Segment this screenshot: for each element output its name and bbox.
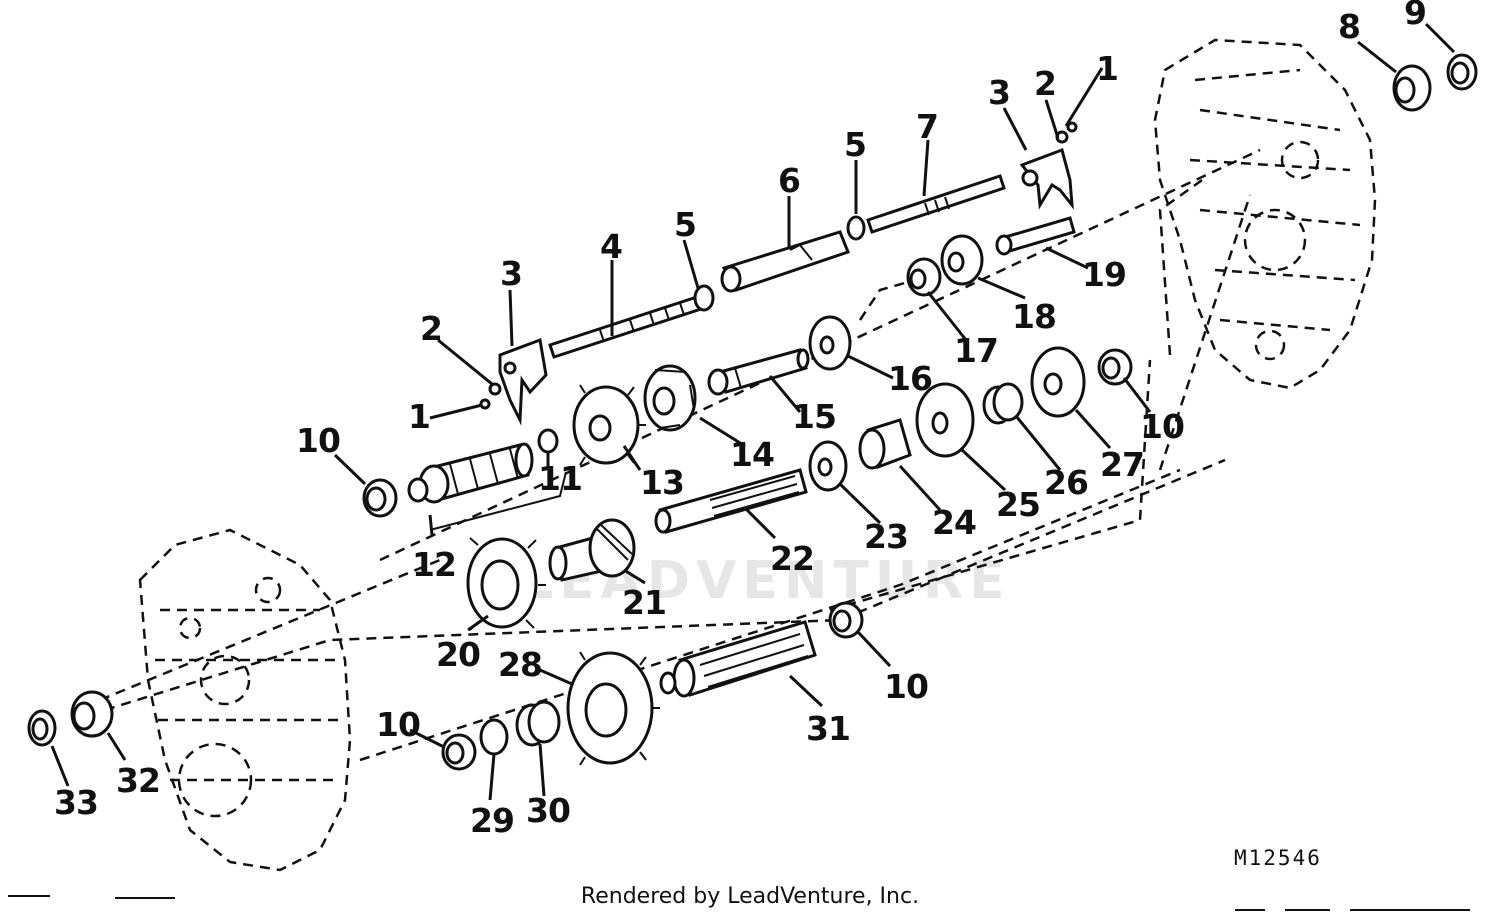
shaft-19 xyxy=(995,216,1076,256)
gear-20 xyxy=(466,537,546,631)
shaft-31 xyxy=(659,620,817,698)
right-housing xyxy=(1153,38,1377,390)
callout-10: 10 xyxy=(1140,407,1184,446)
callout-27: 27 xyxy=(1100,445,1144,484)
gear-23 xyxy=(808,440,848,492)
callout-10: 10 xyxy=(376,705,420,744)
bearing-10-lower xyxy=(441,733,477,771)
callout-18: 18 xyxy=(1012,297,1056,336)
bearing-17 xyxy=(906,257,942,297)
footer-credit: Rendered by LeadVenture, Inc. xyxy=(580,884,920,909)
callout-10: 10 xyxy=(884,667,928,706)
callout-13: 13 xyxy=(640,463,684,502)
callout-11: 11 xyxy=(538,459,582,498)
callout-1: 1 xyxy=(408,397,430,436)
left-housing xyxy=(138,528,352,872)
callout-2: 2 xyxy=(1034,64,1056,103)
callout-32: 32 xyxy=(116,761,160,800)
shift-rail-4 xyxy=(548,294,706,359)
shift-fork-3-right xyxy=(1019,148,1074,210)
gear-27 xyxy=(1030,346,1086,418)
shift-fork-3-left xyxy=(498,337,548,426)
callout-16: 16 xyxy=(888,359,932,398)
gear-14 xyxy=(643,364,697,432)
gear-18 xyxy=(940,234,984,286)
callout-5: 5 xyxy=(674,205,696,244)
callout-2: 2 xyxy=(420,309,442,348)
callout-9: 9 xyxy=(1404,0,1426,32)
seal-9 xyxy=(1446,53,1478,91)
input-shaft-12 xyxy=(407,442,534,504)
callout-6: 6 xyxy=(778,161,800,200)
shift-shaft-6 xyxy=(720,230,850,293)
bearing-10-upper-left xyxy=(362,478,398,518)
callout-4: 4 xyxy=(600,227,622,266)
callout-31: 31 xyxy=(806,709,850,748)
washer-5 xyxy=(693,215,866,312)
callout-1: 1 xyxy=(1096,49,1118,88)
callout-labels: 1 1 2 2 3 3 4 5 5 6 7 8 9 10 10 10 10 11… xyxy=(54,0,1427,840)
callout-22: 22 xyxy=(770,539,814,578)
callout-12: 12 xyxy=(412,545,456,584)
figure-code: M12546 xyxy=(1234,846,1322,870)
shift-rail-7 xyxy=(866,174,1006,234)
callout-20: 20 xyxy=(436,635,480,674)
seal-33 xyxy=(27,709,57,747)
gear-28 xyxy=(566,651,660,766)
callout-8: 8 xyxy=(1338,7,1360,46)
callout-26: 26 xyxy=(1044,463,1088,502)
washer-29 xyxy=(479,718,509,756)
callout-28: 28 xyxy=(498,645,542,684)
callout-17: 17 xyxy=(954,331,998,370)
callout-29: 29 xyxy=(470,801,514,840)
callout-14: 14 xyxy=(730,435,774,474)
bearing-32 xyxy=(70,690,114,738)
gear-13 xyxy=(572,384,646,466)
bushing-26 xyxy=(982,382,1024,425)
gear-25 xyxy=(915,382,975,458)
callout-7: 7 xyxy=(916,107,938,146)
sleeve-24 xyxy=(858,418,912,470)
callout-25: 25 xyxy=(996,485,1040,524)
leader-lines xyxy=(50,22,1456,801)
callout-3: 3 xyxy=(500,254,522,293)
callout-19: 19 xyxy=(1082,255,1126,294)
bushing-11 xyxy=(537,428,559,454)
bearing-8 xyxy=(1392,64,1432,112)
pinion-21 xyxy=(548,518,636,582)
bearing-10-center xyxy=(828,601,864,639)
callout-3: 3 xyxy=(988,73,1010,112)
gear-16 xyxy=(808,315,852,371)
shaft-22 xyxy=(654,468,808,534)
callout-23: 23 xyxy=(864,517,908,556)
callout-21: 21 xyxy=(622,583,666,622)
bearing-10-right xyxy=(1097,348,1133,386)
bearing-30 xyxy=(515,700,561,747)
shaft-15 xyxy=(707,348,810,396)
callout-5: 5 xyxy=(844,125,866,164)
callout-30: 30 xyxy=(526,791,570,830)
detent-parts xyxy=(479,121,1078,410)
scan-marks xyxy=(8,895,1470,911)
callout-33: 33 xyxy=(54,783,98,822)
callout-24: 24 xyxy=(932,503,976,542)
callout-10: 10 xyxy=(296,421,340,460)
callout-15: 15 xyxy=(792,397,836,436)
